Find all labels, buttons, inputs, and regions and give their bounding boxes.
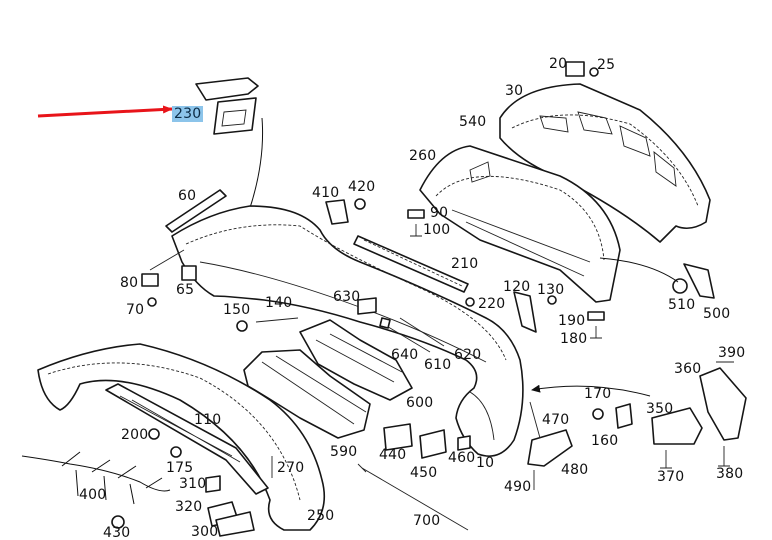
callout-480: 480 xyxy=(561,462,589,478)
callout-620: 620 xyxy=(454,347,482,363)
callout-70: 70 xyxy=(126,302,145,318)
callout-270: 270 xyxy=(277,460,305,476)
callout-450: 450 xyxy=(410,465,438,481)
callout-430: 430 xyxy=(103,525,131,540)
callout-20: 20 xyxy=(549,56,568,72)
part-10-bumper-cover xyxy=(171,205,524,457)
callout-640: 640 xyxy=(391,347,419,363)
part-250-lower-trim xyxy=(37,343,326,531)
callout-160: 160 xyxy=(591,433,619,449)
callout-510: 510 xyxy=(668,297,696,313)
callout-120: 120 xyxy=(503,279,531,295)
callout-470: 470 xyxy=(542,412,570,428)
callout-175: 175 xyxy=(166,460,194,476)
bracket-300-icon xyxy=(215,511,255,537)
callout-60: 60 xyxy=(178,188,197,204)
clip-310-icon xyxy=(205,475,221,493)
clip-190-icon xyxy=(587,311,605,321)
screw-175-icon xyxy=(170,446,182,458)
part-350-unit xyxy=(651,407,703,445)
module-440-icon xyxy=(383,423,413,451)
bracket-500-icon xyxy=(683,263,715,299)
callout-360: 360 xyxy=(674,361,702,377)
ring-420-icon xyxy=(354,198,366,210)
callout-500: 500 xyxy=(703,306,731,322)
callout-400: 400 xyxy=(79,487,107,503)
part-480-cover xyxy=(527,429,573,467)
screw-25-icon xyxy=(589,67,599,77)
callout-700: 700 xyxy=(413,513,441,529)
callout-30: 30 xyxy=(505,83,524,99)
callout-610: 610 xyxy=(424,357,452,373)
part-400-wiring-harness xyxy=(21,451,171,529)
callout-490: 490 xyxy=(504,479,532,495)
callout-300: 300 xyxy=(191,524,219,540)
callout-310: 310 xyxy=(179,476,207,492)
callout-250: 250 xyxy=(307,508,335,524)
screw-70-icon xyxy=(147,297,157,307)
callout-100: 100 xyxy=(423,222,451,238)
callout-170: 170 xyxy=(584,386,612,402)
callout-220: 220 xyxy=(478,296,506,312)
callout-370: 370 xyxy=(657,469,685,485)
clip-160-icon xyxy=(615,403,633,429)
sensor-410-icon xyxy=(325,199,349,225)
part-60-bracket xyxy=(165,189,227,233)
callout-210: 210 xyxy=(451,256,479,272)
callout-140: 140 xyxy=(265,295,293,311)
red-pointer-arrow xyxy=(37,105,173,118)
callout-180: 180 xyxy=(560,331,588,347)
callout-600: 600 xyxy=(406,395,434,411)
callout-150: 150 xyxy=(223,302,251,318)
clip-200-icon xyxy=(148,428,160,440)
callout-90: 90 xyxy=(430,205,449,221)
callout-630: 630 xyxy=(333,289,361,305)
part-230-film xyxy=(195,77,259,135)
clip-630-icon xyxy=(357,297,377,315)
clip-130-icon xyxy=(547,295,557,305)
clip-170-icon xyxy=(592,408,604,420)
callout-440: 440 xyxy=(379,447,407,463)
part-210-strip xyxy=(353,235,469,293)
callout-80: 80 xyxy=(120,275,139,291)
callout-540: 540 xyxy=(459,114,487,130)
sensor-150-icon xyxy=(236,320,248,332)
connector-430-icon xyxy=(111,515,125,529)
clip-80-icon xyxy=(141,273,159,287)
nut-220-icon xyxy=(465,297,475,307)
clip-20-icon xyxy=(565,61,585,77)
clip-90-icon xyxy=(407,209,425,219)
rod-140-icon xyxy=(255,317,299,323)
callout-460: 460 xyxy=(448,450,476,466)
bracket-360-icon xyxy=(699,367,747,441)
clip-65-icon xyxy=(181,265,197,281)
callout-320: 320 xyxy=(175,499,203,515)
callout-190: 190 xyxy=(558,313,586,329)
callout-260: 260 xyxy=(409,148,437,164)
callout-380: 380 xyxy=(716,466,744,482)
callout-230-highlighted: 230 xyxy=(172,106,204,122)
part-110-grille xyxy=(105,383,269,495)
callout-200: 200 xyxy=(121,427,149,443)
clip-460-icon xyxy=(457,435,471,451)
sensor-510-icon xyxy=(672,278,688,294)
callout-10: 10 xyxy=(476,455,495,471)
callout-410: 410 xyxy=(312,185,340,201)
callout-420: 420 xyxy=(348,179,376,195)
callout-65: 65 xyxy=(176,282,195,298)
callout-590: 590 xyxy=(330,444,358,460)
part-260-carrier xyxy=(419,145,621,303)
callout-25: 25 xyxy=(597,57,616,73)
bracket-120-icon xyxy=(513,291,537,333)
callout-350: 350 xyxy=(646,401,674,417)
rod-700-icon xyxy=(361,467,469,531)
clip-640-icon xyxy=(379,317,391,329)
bracket-450-icon xyxy=(419,429,447,459)
part-600-absorber xyxy=(299,319,413,401)
callout-390: 390 xyxy=(718,345,746,361)
callout-130: 130 xyxy=(537,282,565,298)
callout-110: 110 xyxy=(194,412,222,428)
